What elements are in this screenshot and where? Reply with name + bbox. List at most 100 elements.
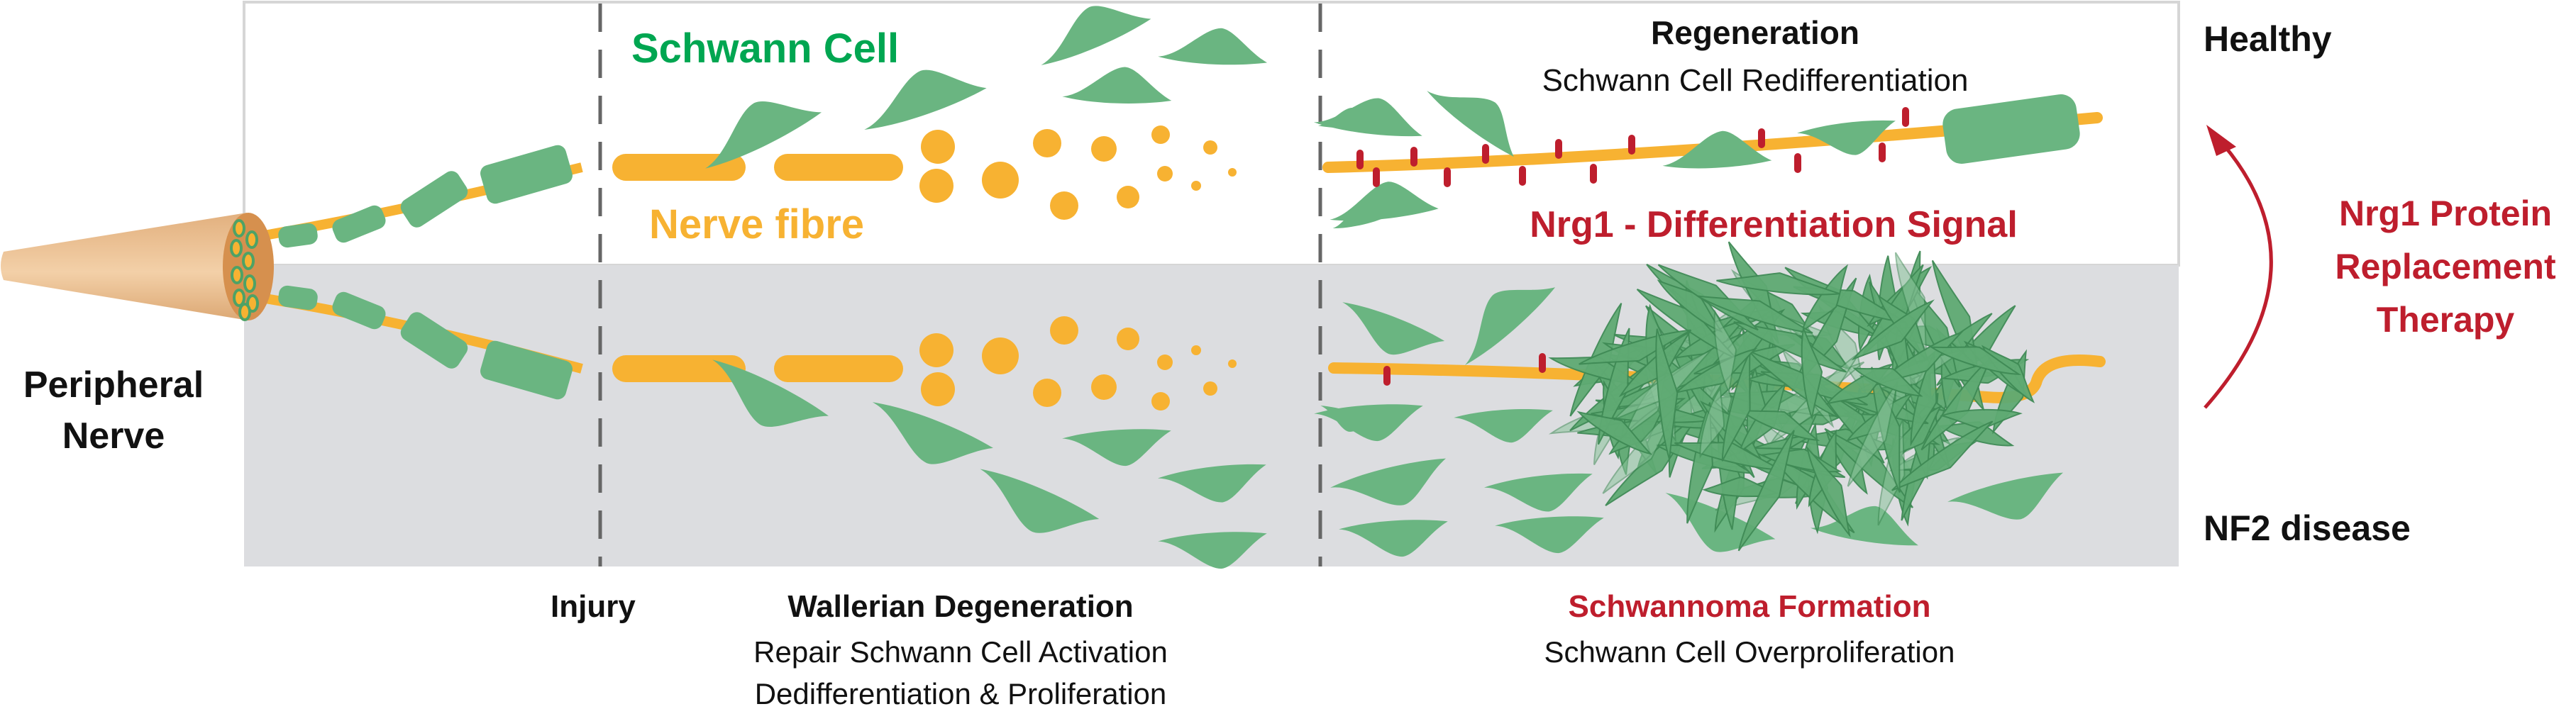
therapy-line3: Therapy <box>2377 300 2515 340</box>
nerve-fascicle <box>243 274 256 293</box>
arrow-head-icon <box>2206 125 2236 156</box>
wallerian-title: Wallerian Degeneration <box>787 589 1133 624</box>
tumor-cell <box>1579 329 1691 365</box>
nerve-fascicle <box>231 266 243 284</box>
schwann-cell <box>1454 409 1553 443</box>
wallerian-line2: Dedifferentiation & Proliferation <box>755 677 1167 709</box>
debris-fragment <box>921 130 955 164</box>
debris-fragment <box>1091 374 1117 400</box>
debris-fragment <box>1203 381 1217 396</box>
tumor-cell <box>1894 252 1928 352</box>
myelin-segment <box>332 291 386 330</box>
schwann-cell <box>1062 429 1171 467</box>
schwann-cell <box>1810 506 1918 546</box>
injury-label: Injury <box>551 589 636 624</box>
schwann-cell <box>1158 28 1268 65</box>
myelin-segment-large <box>1942 94 2080 164</box>
debris-fragment <box>919 169 953 203</box>
nrg1-mark <box>1555 139 1562 159</box>
debris-fragment <box>1091 136 1117 162</box>
schwann-cell <box>1464 287 1556 366</box>
tumor-cell <box>1852 367 1923 397</box>
schwann-cell <box>1797 120 1896 155</box>
nerve-fascicle <box>230 239 243 257</box>
nrg1-signal-label: Nrg1 - Differentiation Signal <box>1530 204 2018 245</box>
debris-fragment <box>921 372 955 406</box>
schwann-cell <box>1342 302 1445 355</box>
schwann-cell <box>1330 458 1447 506</box>
tumor-cell <box>1576 411 1653 455</box>
nrg1-mark <box>1410 147 1417 167</box>
debris-fragment <box>1050 191 1078 220</box>
tumor-cell <box>1847 381 1899 487</box>
schwann-cell <box>1314 404 1423 442</box>
schwann-cell <box>980 469 1100 533</box>
myelin-segment <box>278 223 318 248</box>
fibre-fragment <box>612 154 746 181</box>
therapy-line1: Nrg1 Protein <box>2339 194 2552 233</box>
myelin-segment <box>278 285 318 311</box>
schwannoma-title: Schwannoma Formation <box>1569 589 1931 624</box>
debris-fragment <box>1191 181 1201 191</box>
tumor-cell <box>1910 351 1937 447</box>
tumor-cell <box>1702 476 1779 498</box>
debris-fragment <box>1033 379 1061 407</box>
therapy-line2: Replacement <box>2335 247 2556 286</box>
debris-fragment <box>1033 129 1061 157</box>
nrg1-mark <box>1373 167 1380 187</box>
schwann-cell <box>1062 67 1172 104</box>
schwann-cell <box>872 402 993 464</box>
myelin-segment <box>480 145 573 204</box>
nerve-fascicle <box>242 252 255 270</box>
nrg1-mark <box>1519 166 1526 186</box>
schwann-cell <box>1157 464 1266 503</box>
debris-fragment <box>1203 140 1217 155</box>
nerve-fibres <box>250 94 2106 411</box>
nerve-label: Nerve <box>62 415 165 457</box>
debris-fragment <box>982 337 1019 374</box>
fibre-fragment <box>774 154 903 181</box>
debris-fragment <box>982 162 1019 199</box>
debris-fragment <box>1117 328 1139 350</box>
debris-fragment <box>1157 354 1173 370</box>
regeneration-title: Regeneration <box>1651 14 1859 51</box>
debris-fragment <box>1228 168 1237 177</box>
tumor-cell <box>1713 309 1737 395</box>
tumor-cell <box>1657 279 1723 333</box>
schwann-cell <box>1495 516 1604 554</box>
tumor-cell <box>1737 430 1795 552</box>
peripheral-nerve-cone <box>1 213 274 321</box>
fibre-fragment <box>612 355 746 382</box>
schwann-cell-label: Schwann Cell <box>631 26 899 72</box>
nrg1-mark <box>1444 167 1451 187</box>
nf2-disease-label: NF2 disease <box>2204 508 2411 548</box>
myelin-segment <box>332 205 386 243</box>
nrg1-mark <box>1383 366 1391 386</box>
tumor-cell <box>1655 328 1679 460</box>
debris-fragment <box>919 333 953 367</box>
nrg1-mark <box>1628 135 1635 155</box>
debris-fragment <box>1151 125 1170 144</box>
peripheral-label: Peripheral <box>23 364 204 406</box>
tumor-cell <box>1721 352 1751 462</box>
healthy-label: Healthy <box>2204 19 2332 59</box>
myelin-segment <box>400 171 468 228</box>
debris-fragment <box>1050 316 1078 345</box>
debris-fragment <box>1151 392 1170 411</box>
schwann-cell <box>712 359 829 428</box>
wallerian-line1: Repair Schwann Cell Activation <box>753 635 1168 669</box>
tumor-cell <box>1940 408 2023 430</box>
debris-fragment <box>1117 186 1139 208</box>
tumor-cell <box>1801 325 1823 420</box>
schwann-cell <box>705 101 822 169</box>
tumor-cell <box>1851 299 1935 361</box>
schwannoma-tumor <box>1548 241 2035 552</box>
debris-fragment <box>1228 359 1237 368</box>
tumor-cell <box>1716 272 1840 296</box>
schwann-cell <box>1947 472 2064 520</box>
schwann-cell <box>1483 473 1593 512</box>
nerve-fascicle <box>233 289 245 307</box>
debris-fragment <box>1191 345 1201 355</box>
nrg1-mark <box>1356 150 1364 169</box>
tumor-cell <box>1738 409 1820 442</box>
